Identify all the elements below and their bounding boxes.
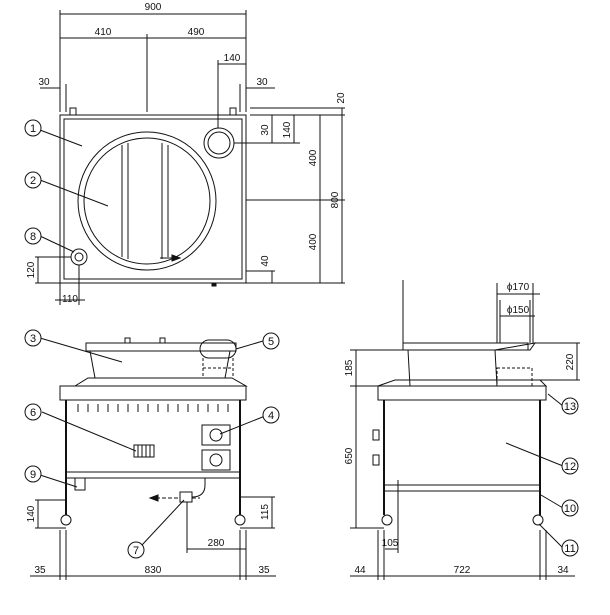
dim-leg-gap: 140 [26,505,37,522]
front-caster-left [60,514,72,526]
side-pot-rim [402,342,529,351]
control-knob-upper[interactable] [209,428,223,442]
dim-drain-height: 115 [260,504,271,520]
top-pin-left [69,107,77,116]
front-caster-right [234,514,246,526]
dim-flue-gap: 140 [224,53,241,64]
dim-diameter-outer: ϕ170 [507,282,530,293]
pot-inner-circle [83,137,211,265]
callout-4: 4 [268,410,274,422]
side-fitting-lower [372,454,380,466]
dim-side-leg: 105 [382,538,399,549]
dim-gas-side: 110 [62,294,78,305]
callout-8: 8 [30,231,36,243]
callout-5: 5 [268,336,274,348]
top-body-inner [63,118,243,280]
dim-drain-front: 280 [208,538,225,549]
dim-flue-vert-offset: 30 [260,124,271,136]
pot-handle-right [159,337,166,344]
side-flue-lip [494,342,537,351]
front-top-slope [73,377,248,387]
dim-flue-vert-size: 140 [282,121,293,138]
front-shelf [65,471,241,479]
dim-left-offset: 30 [38,77,50,88]
callout-leaders [39,129,564,549]
side-caster-left [381,514,393,526]
flow-arrow-head [171,254,182,262]
control-knob-lower[interactable] [209,453,223,467]
top-view-dimensions [35,10,345,305]
dim-flue-height: 220 [565,353,576,370]
dim-rim-height: 185 [344,359,355,376]
front-view-dimensions [30,496,276,580]
top-drain-nub [211,282,217,287]
dim-left-part: 410 [95,27,112,38]
front-bracket [74,477,86,491]
top-body-outline [59,114,247,284]
side-caster-right [532,514,544,526]
dim-body-height: 650 [344,447,355,464]
drain-arrow-head [148,494,159,502]
callout-6: 6 [30,407,36,419]
drain-pipe [191,478,206,498]
side-view-dimensions [350,280,580,580]
control-knob-lower-box [201,449,231,471]
side-shelf [383,484,541,492]
pilot-window [133,444,155,458]
callout-12: 12 [564,461,576,473]
dim-front-right: 35 [258,565,270,576]
control-knob-upper-box [201,424,231,446]
dim-top-offset: 20 [336,92,347,104]
dim-front-middle: 830 [145,565,162,576]
dim-side-right: 34 [557,565,569,576]
dim-gas-height: 120 [26,261,37,278]
front-view [59,337,248,526]
callout-13: 13 [564,401,576,413]
dim-side-left: 44 [354,565,366,576]
callout-2: 2 [30,175,36,187]
dim-right-offset: 30 [256,77,268,88]
dim-drain-offset: 40 [260,255,271,267]
dim-lower-half: 400 [308,233,319,250]
pot-outer-circle [77,131,217,271]
dim-side-middle: 722 [454,565,471,576]
pot-handle-left [124,337,131,344]
dim-diameter-inner: ϕ150 [507,305,530,316]
front-vent-slots [77,404,229,412]
gas-inlet-inner [74,252,84,262]
callout-7: 7 [133,545,139,557]
dim-right-part: 490 [188,27,205,38]
side-fitting-upper [372,429,380,441]
callout-11: 11 [564,543,575,555]
top-pin-right [229,107,237,116]
callout-3: 3 [30,333,36,345]
dim-overall-width: 900 [145,2,162,13]
callout-1: 1 [30,123,36,135]
dim-overall-depth: 800 [330,191,341,208]
dim-upper-half: 400 [308,149,319,166]
dim-front-left: 35 [34,565,46,576]
flue-inner [207,131,231,155]
callout-10: 10 [564,503,576,515]
callout-9: 9 [30,469,36,481]
